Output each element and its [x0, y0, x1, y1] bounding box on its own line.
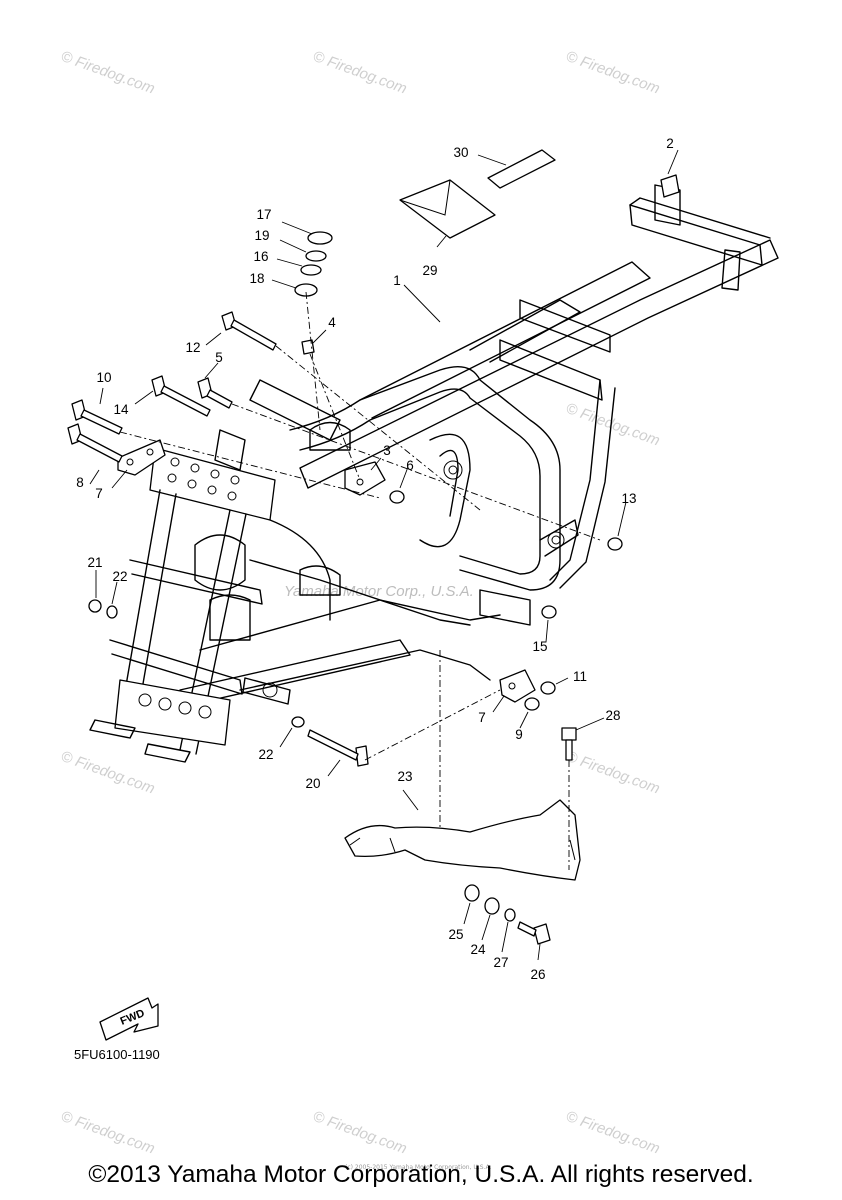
callout-11[interactable]: 11 [573, 669, 587, 684]
callout-21[interactable]: 21 [87, 555, 102, 570]
nut-icon [389, 490, 405, 504]
callout-5[interactable]: 5 [215, 350, 223, 365]
collar-icon [464, 884, 480, 902]
callout-20[interactable]: 20 [305, 776, 320, 791]
washer-icon [291, 716, 305, 728]
watermark: © Firedog.com [564, 48, 662, 98]
frame-assembly [89, 184, 779, 763]
callout-7[interactable]: 7 [478, 710, 486, 725]
callout-3[interactable]: 3 [383, 443, 391, 458]
watermark: © Firedog.com [59, 748, 157, 798]
callout-7[interactable]: 7 [95, 486, 103, 501]
skid-plate-icon [344, 799, 581, 881]
callout-22[interactable]: 22 [112, 569, 127, 584]
bushing-icon [307, 231, 333, 245]
diagram-code: 5FU6100-1190 [74, 1047, 160, 1062]
callout-19[interactable]: 19 [254, 228, 269, 243]
nut-icon [524, 697, 540, 711]
tool-icon [487, 149, 556, 189]
callout-27[interactable]: 27 [493, 955, 508, 970]
watermark: © Firedog.com [564, 1108, 662, 1158]
watermark: © Firedog.com [59, 1108, 157, 1158]
tiny-copyright-note: (c) 2005-2015 Yamaha Motor Corporation, … [345, 1164, 491, 1171]
callout-29[interactable]: 29 [422, 263, 437, 278]
nut-icon [541, 605, 557, 619]
bushing-icon [305, 250, 327, 262]
watermark-center: Yamaha Motor Corp., U.S.A. [284, 583, 474, 600]
callout-22[interactable]: 22 [258, 747, 273, 762]
bracket-plate-icon [344, 461, 386, 496]
callout-28[interactable]: 28 [605, 708, 620, 723]
callout-2[interactable]: 2 [666, 136, 674, 151]
callout-10[interactable]: 10 [96, 370, 111, 385]
callout-18[interactable]: 18 [249, 271, 264, 286]
end-cap-icon [660, 174, 680, 198]
callout-14[interactable]: 14 [113, 402, 129, 417]
watermark: © Firedog.com [59, 48, 157, 98]
callout-8[interactable]: 8 [76, 475, 84, 490]
callout-6[interactable]: 6 [406, 458, 414, 473]
nut-icon [88, 599, 102, 613]
collar-icon [484, 897, 500, 915]
callout-9[interactable]: 9 [515, 727, 523, 742]
bolt-icon [561, 727, 577, 761]
callout-1[interactable]: 1 [393, 273, 401, 288]
washer-icon [504, 908, 516, 922]
washer-icon [106, 605, 118, 619]
nut-icon [540, 681, 556, 695]
callout-25[interactable]: 25 [448, 927, 463, 942]
watermark: © Firedog.com [564, 748, 662, 798]
callout-26[interactable]: 26 [530, 967, 545, 982]
nut-icon [607, 537, 623, 551]
bushing-icon [300, 264, 322, 276]
callout-24[interactable]: 24 [470, 942, 486, 957]
bolt-icon [71, 399, 123, 435]
callout-4[interactable]: 4 [328, 315, 336, 330]
owners-manual-icon [399, 179, 496, 239]
callout-30[interactable]: 30 [453, 145, 468, 160]
watermark: © Firedog.com [311, 48, 409, 98]
fwd-arrow-icon: FWD [99, 997, 159, 1041]
bolt-icon [517, 921, 551, 945]
bolt-icon [307, 729, 369, 767]
bolt-icon [67, 423, 123, 463]
callout-12[interactable]: 12 [185, 340, 200, 355]
callout-15[interactable]: 15 [532, 639, 547, 654]
callout-17[interactable]: 17 [256, 207, 271, 222]
callout-16[interactable]: 16 [253, 249, 268, 264]
bolt-icon [221, 311, 277, 351]
watermark: © Firedog.com [311, 1108, 409, 1158]
bolt-icon [197, 377, 233, 409]
watermark-layer: © Firedog.com © Firedog.com © Firedog.co… [59, 48, 662, 1158]
copyright-footer: ©2013 Yamaha Motor Corporation, U.S.A. A… [88, 1161, 754, 1188]
callout-23[interactable]: 23 [397, 769, 412, 784]
engine-bracket-icon [499, 669, 536, 703]
callout-13[interactable]: 13 [621, 491, 636, 506]
callout-labels: 1 2 3 4 5 6 7 7 8 9 10 11 12 13 14 15 16… [76, 136, 674, 982]
engine-bracket-icon [117, 439, 166, 476]
bolt-icon [151, 375, 211, 417]
